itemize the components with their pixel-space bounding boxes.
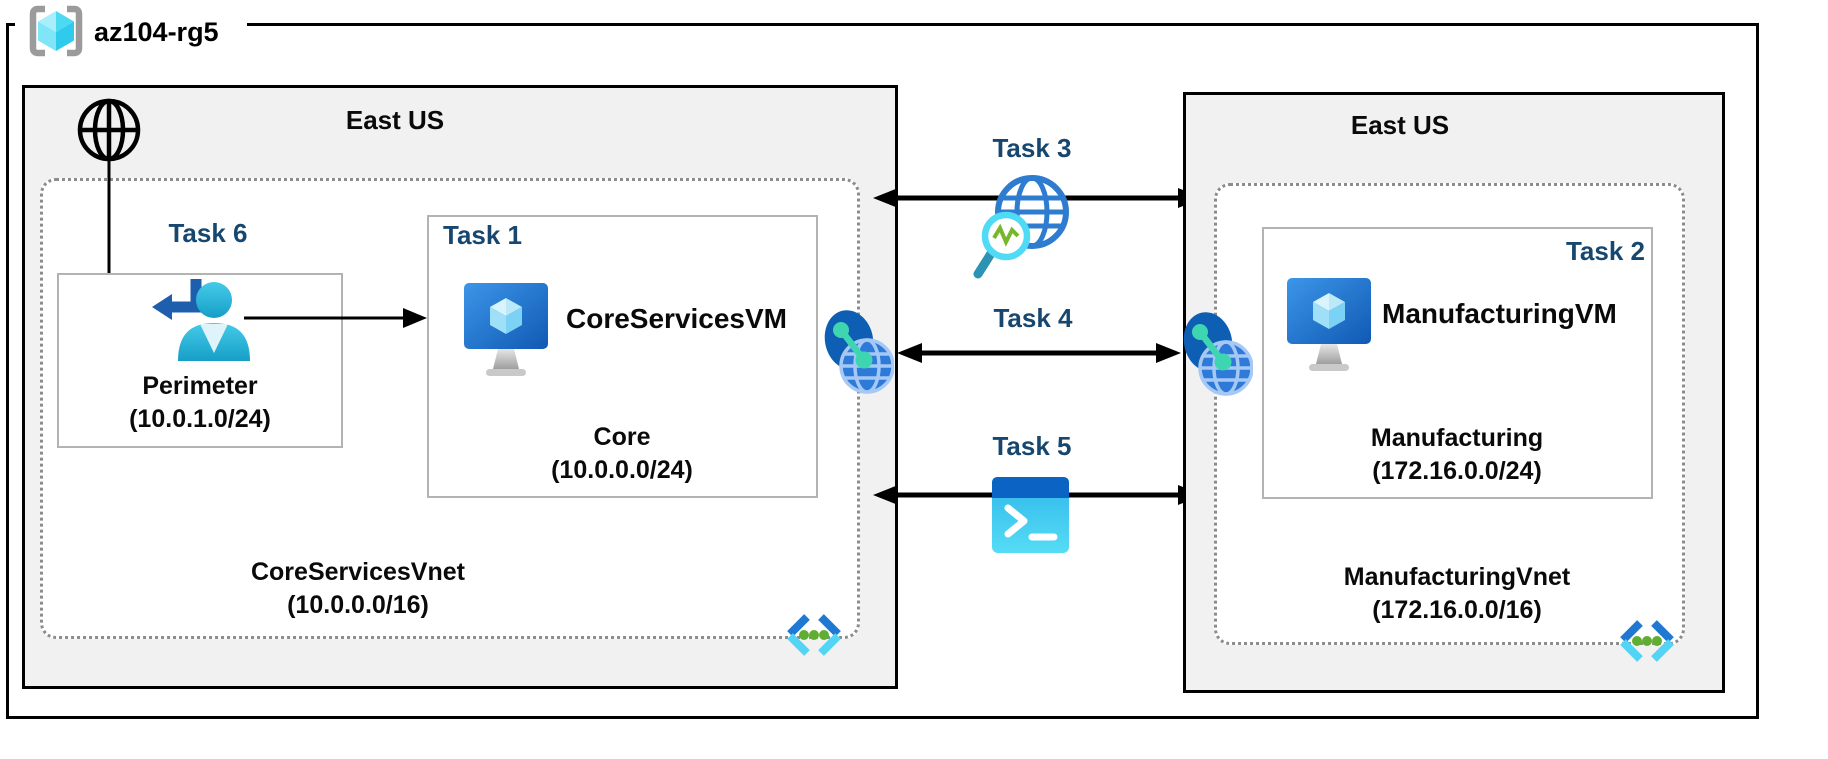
user-perimeter-icon xyxy=(150,277,254,363)
task2-label: Task 2 xyxy=(1565,236,1645,266)
task4-peering-arrow xyxy=(897,339,1181,367)
manufacturing-subnet-box xyxy=(1262,227,1653,499)
cloud-shell-icon xyxy=(992,477,1069,553)
left-region-location: East US xyxy=(345,105,445,135)
perimeter-to-core-arrow xyxy=(244,305,428,331)
core-subnet-box xyxy=(427,215,818,498)
resource-group-border-gap xyxy=(15,19,247,30)
resource-group-label: az104-rg5 xyxy=(94,17,219,47)
task4-label: Task 4 xyxy=(993,303,1073,333)
manufacturing-vm-name: ManufacturingVM xyxy=(1382,298,1617,329)
manufacturing-nic-icon xyxy=(1181,308,1253,398)
resource-group-icon xyxy=(28,5,84,57)
manufacturing-subnet-name: Manufacturing xyxy=(1370,424,1544,452)
manufacturing-vm-icon xyxy=(1285,276,1373,374)
core-subnet-cidr: (10.0.0.0/24) xyxy=(551,456,693,484)
network-watcher-icon xyxy=(968,172,1080,284)
manufacturing-vnet-name: ManufacturingVnet xyxy=(1343,563,1571,591)
task3-label: Task 3 xyxy=(992,133,1072,163)
core-services-vm-name: CoreServicesVM xyxy=(566,303,788,334)
manufacturing-subnet-cidr: (172.16.0.0/24) xyxy=(1372,457,1542,485)
perimeter-subnet-cidr: (10.0.1.0/24) xyxy=(129,405,271,433)
perimeter-subnet-name: Perimeter xyxy=(142,372,258,400)
task5-label: Task 5 xyxy=(992,431,1072,461)
internet-globe-icon xyxy=(76,97,142,163)
core-services-vnet-name: CoreServicesVnet xyxy=(250,558,465,586)
right-region-location: East US xyxy=(1350,110,1450,140)
manufacturing-vnet-cidr: (172.16.0.0/16) xyxy=(1372,596,1542,624)
manufacturing-vnet-icon xyxy=(1616,618,1678,664)
core-nic-icon xyxy=(822,306,894,396)
core-services-vm-icon xyxy=(462,281,550,379)
core-vnet-icon xyxy=(783,612,845,658)
task1-label: Task 1 xyxy=(443,220,523,250)
core-subnet-name: Core xyxy=(593,423,651,451)
task6-label: Task 6 xyxy=(168,218,248,248)
core-services-vnet-cidr: (10.0.0.0/16) xyxy=(287,591,429,619)
